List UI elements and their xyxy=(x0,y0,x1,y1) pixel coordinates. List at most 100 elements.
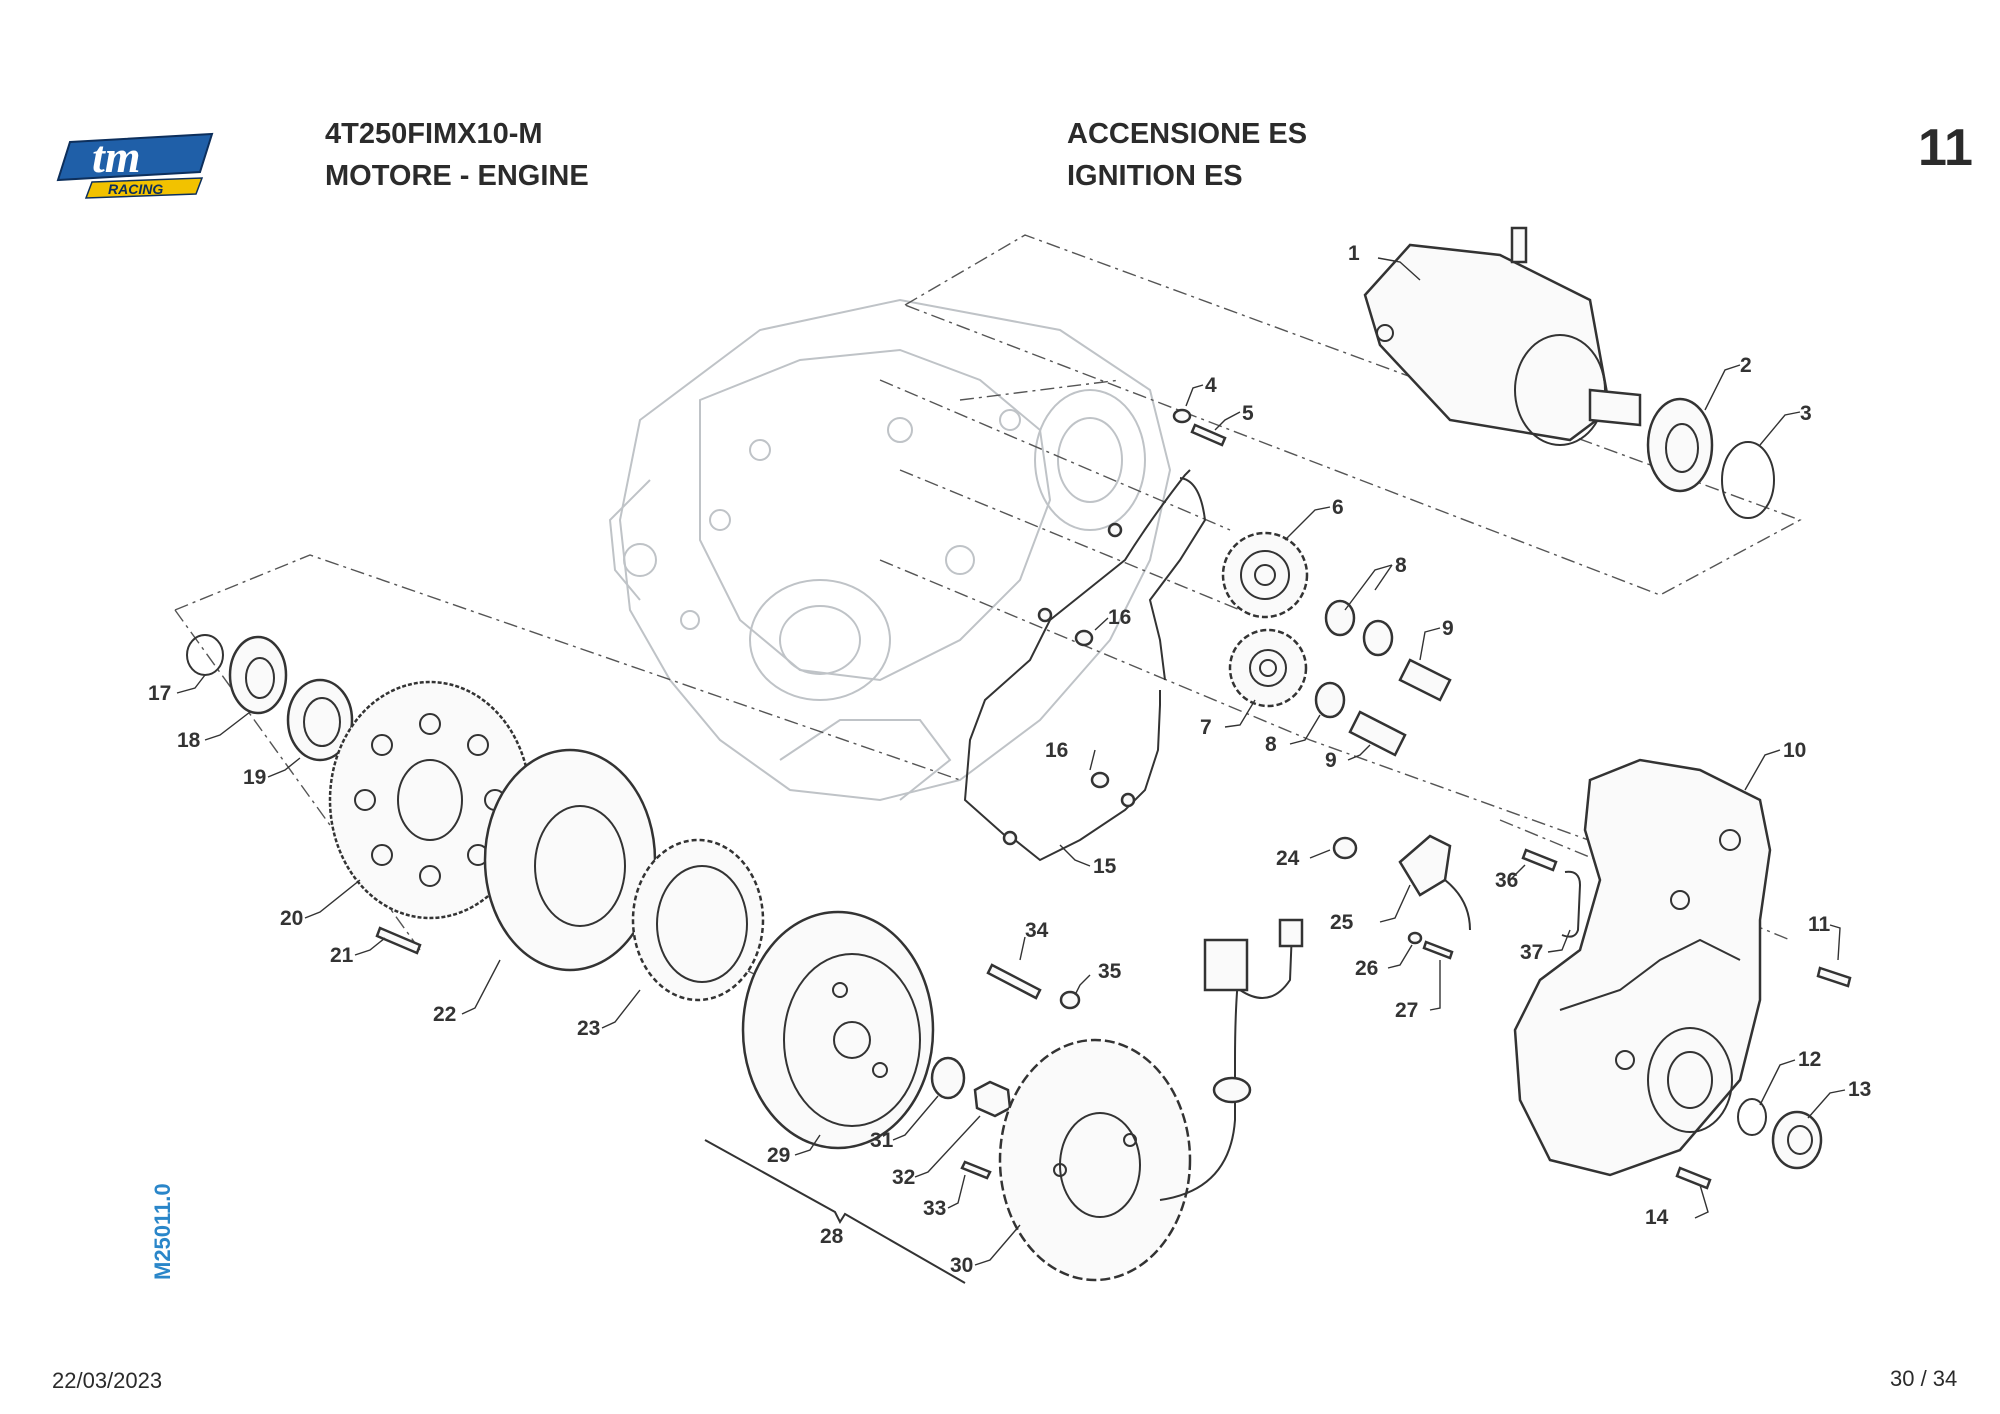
screw-27 xyxy=(1422,940,1454,960)
callout-26: 26 xyxy=(1355,957,1378,980)
screw-21 xyxy=(375,926,422,955)
model-code: 4T250FIMX10-M xyxy=(325,118,543,150)
dowel-16b xyxy=(1090,771,1110,789)
callout-8b: 8 xyxy=(1265,733,1277,756)
needle-bearing-8c xyxy=(1314,681,1346,719)
callout-6: 6 xyxy=(1332,496,1344,519)
callout-5: 5 xyxy=(1242,402,1254,425)
gasket-hole xyxy=(1120,792,1136,808)
callout-7: 7 xyxy=(1200,716,1212,739)
callout-30: 30 xyxy=(950,1254,973,1277)
screw-36 xyxy=(1521,848,1558,872)
callout-25: 25 xyxy=(1330,911,1354,934)
logo-main-text: tm xyxy=(92,131,141,182)
idler-gear-7 xyxy=(1228,628,1308,708)
callout-29: 29 xyxy=(767,1144,790,1167)
callout-10: 10 xyxy=(1783,739,1806,762)
callout-17: 17 xyxy=(148,682,171,705)
screw-5 xyxy=(1190,423,1227,447)
washer-26 xyxy=(1407,931,1423,945)
dowel-16a xyxy=(1074,629,1094,647)
callout-31: 31 xyxy=(870,1129,894,1152)
callout-18: 18 xyxy=(177,729,201,752)
callout-labels: 1 2 3 4 5 6 7 8 8 9 9 10 11 12 13 14 15 … xyxy=(148,242,1871,1277)
key-33 xyxy=(960,1160,992,1180)
circlip-17 xyxy=(186,634,224,676)
inspection-plug xyxy=(1771,1110,1823,1170)
callout-12: 12 xyxy=(1798,1048,1821,1071)
callout-19: 19 xyxy=(243,766,266,789)
pin-9b xyxy=(1348,710,1407,757)
callout-21: 21 xyxy=(330,944,354,967)
callout-33: 33 xyxy=(923,1197,946,1220)
screw-14 xyxy=(1675,1166,1712,1190)
flywheel-29 xyxy=(741,910,935,1150)
callout-4: 4 xyxy=(1205,374,1217,397)
callout-28: 28 xyxy=(820,1225,844,1248)
section-title-it: ACCENSIONE ES xyxy=(1067,118,1308,150)
callout-9b: 9 xyxy=(1325,749,1337,772)
callout-23: 23 xyxy=(577,1017,600,1040)
group-name: MOTORE - ENGINE xyxy=(325,160,589,192)
needle-bearing-8b xyxy=(1362,619,1394,657)
callout-16b: 16 xyxy=(1045,739,1068,762)
nut-32 xyxy=(973,1080,1012,1118)
leader-lines xyxy=(176,257,1846,1266)
table-number: 11 xyxy=(1918,119,1973,177)
callout-22: 22 xyxy=(433,1003,456,1026)
washer-31 xyxy=(930,1056,966,1100)
callout-3: 3 xyxy=(1800,402,1812,425)
sprag-clutch-23 xyxy=(631,838,765,1002)
crankcase-ghost xyxy=(608,298,1172,802)
callout-34: 34 xyxy=(1025,919,1049,942)
callout-14: 14 xyxy=(1645,1206,1669,1229)
idler-gear-6 xyxy=(1221,531,1309,619)
callout-16a: 16 xyxy=(1108,606,1131,629)
footer-page-counter: 30 / 34 xyxy=(1890,1366,1958,1391)
callout-20: 20 xyxy=(280,907,303,930)
pin-9a xyxy=(1398,658,1452,702)
thrust-washer-18 xyxy=(228,635,288,715)
stator-30 xyxy=(998,1038,1192,1282)
gasket-hole xyxy=(1002,830,1018,846)
cable-clip-37 xyxy=(1561,870,1582,938)
callout-13: 13 xyxy=(1848,1078,1871,1101)
callout-24: 24 xyxy=(1276,847,1300,870)
callout-36: 36 xyxy=(1495,869,1518,892)
gasket-hole xyxy=(1037,607,1053,623)
needle-bearing-8a xyxy=(1324,599,1356,637)
o-ring xyxy=(1721,441,1775,519)
tm-racing-logo: tm RACING xyxy=(56,131,214,199)
callout-11: 11 xyxy=(1808,913,1831,936)
callout-2: 2 xyxy=(1740,354,1752,377)
callout-15: 15 xyxy=(1093,855,1117,878)
needle-cage-19 xyxy=(286,678,354,762)
gasket-inner-edge xyxy=(1148,477,1207,681)
footer-date: 22/03/2023 xyxy=(52,1368,163,1393)
gasket-hole xyxy=(1107,522,1123,538)
callout-35: 35 xyxy=(1098,960,1122,983)
ignition-cover xyxy=(1513,758,1772,1177)
logo-sub-text: RACING xyxy=(108,181,163,197)
callout-32: 32 xyxy=(892,1166,915,1189)
screw-34 xyxy=(986,963,1042,1000)
washer-4 xyxy=(1172,408,1192,424)
cover-gasket xyxy=(963,469,1191,862)
starter-seal xyxy=(1646,397,1714,493)
stator-wiring xyxy=(1159,918,1304,1201)
pickup-sensor xyxy=(1398,834,1471,931)
callout-37: 37 xyxy=(1520,941,1543,964)
assembly-bracket-28 xyxy=(704,1139,966,1284)
starter-motor xyxy=(1363,226,1642,446)
screw-11 xyxy=(1816,966,1852,988)
section-title-en: IGNITION ES xyxy=(1067,160,1243,192)
callout-8a: 8 xyxy=(1395,554,1407,577)
callout-1: 1 xyxy=(1348,242,1360,265)
washer-35 xyxy=(1059,990,1081,1010)
callout-9a: 9 xyxy=(1442,617,1454,640)
bush-24 xyxy=(1332,836,1358,860)
o-ring-12 xyxy=(1737,1098,1767,1136)
callout-27: 27 xyxy=(1395,999,1418,1022)
